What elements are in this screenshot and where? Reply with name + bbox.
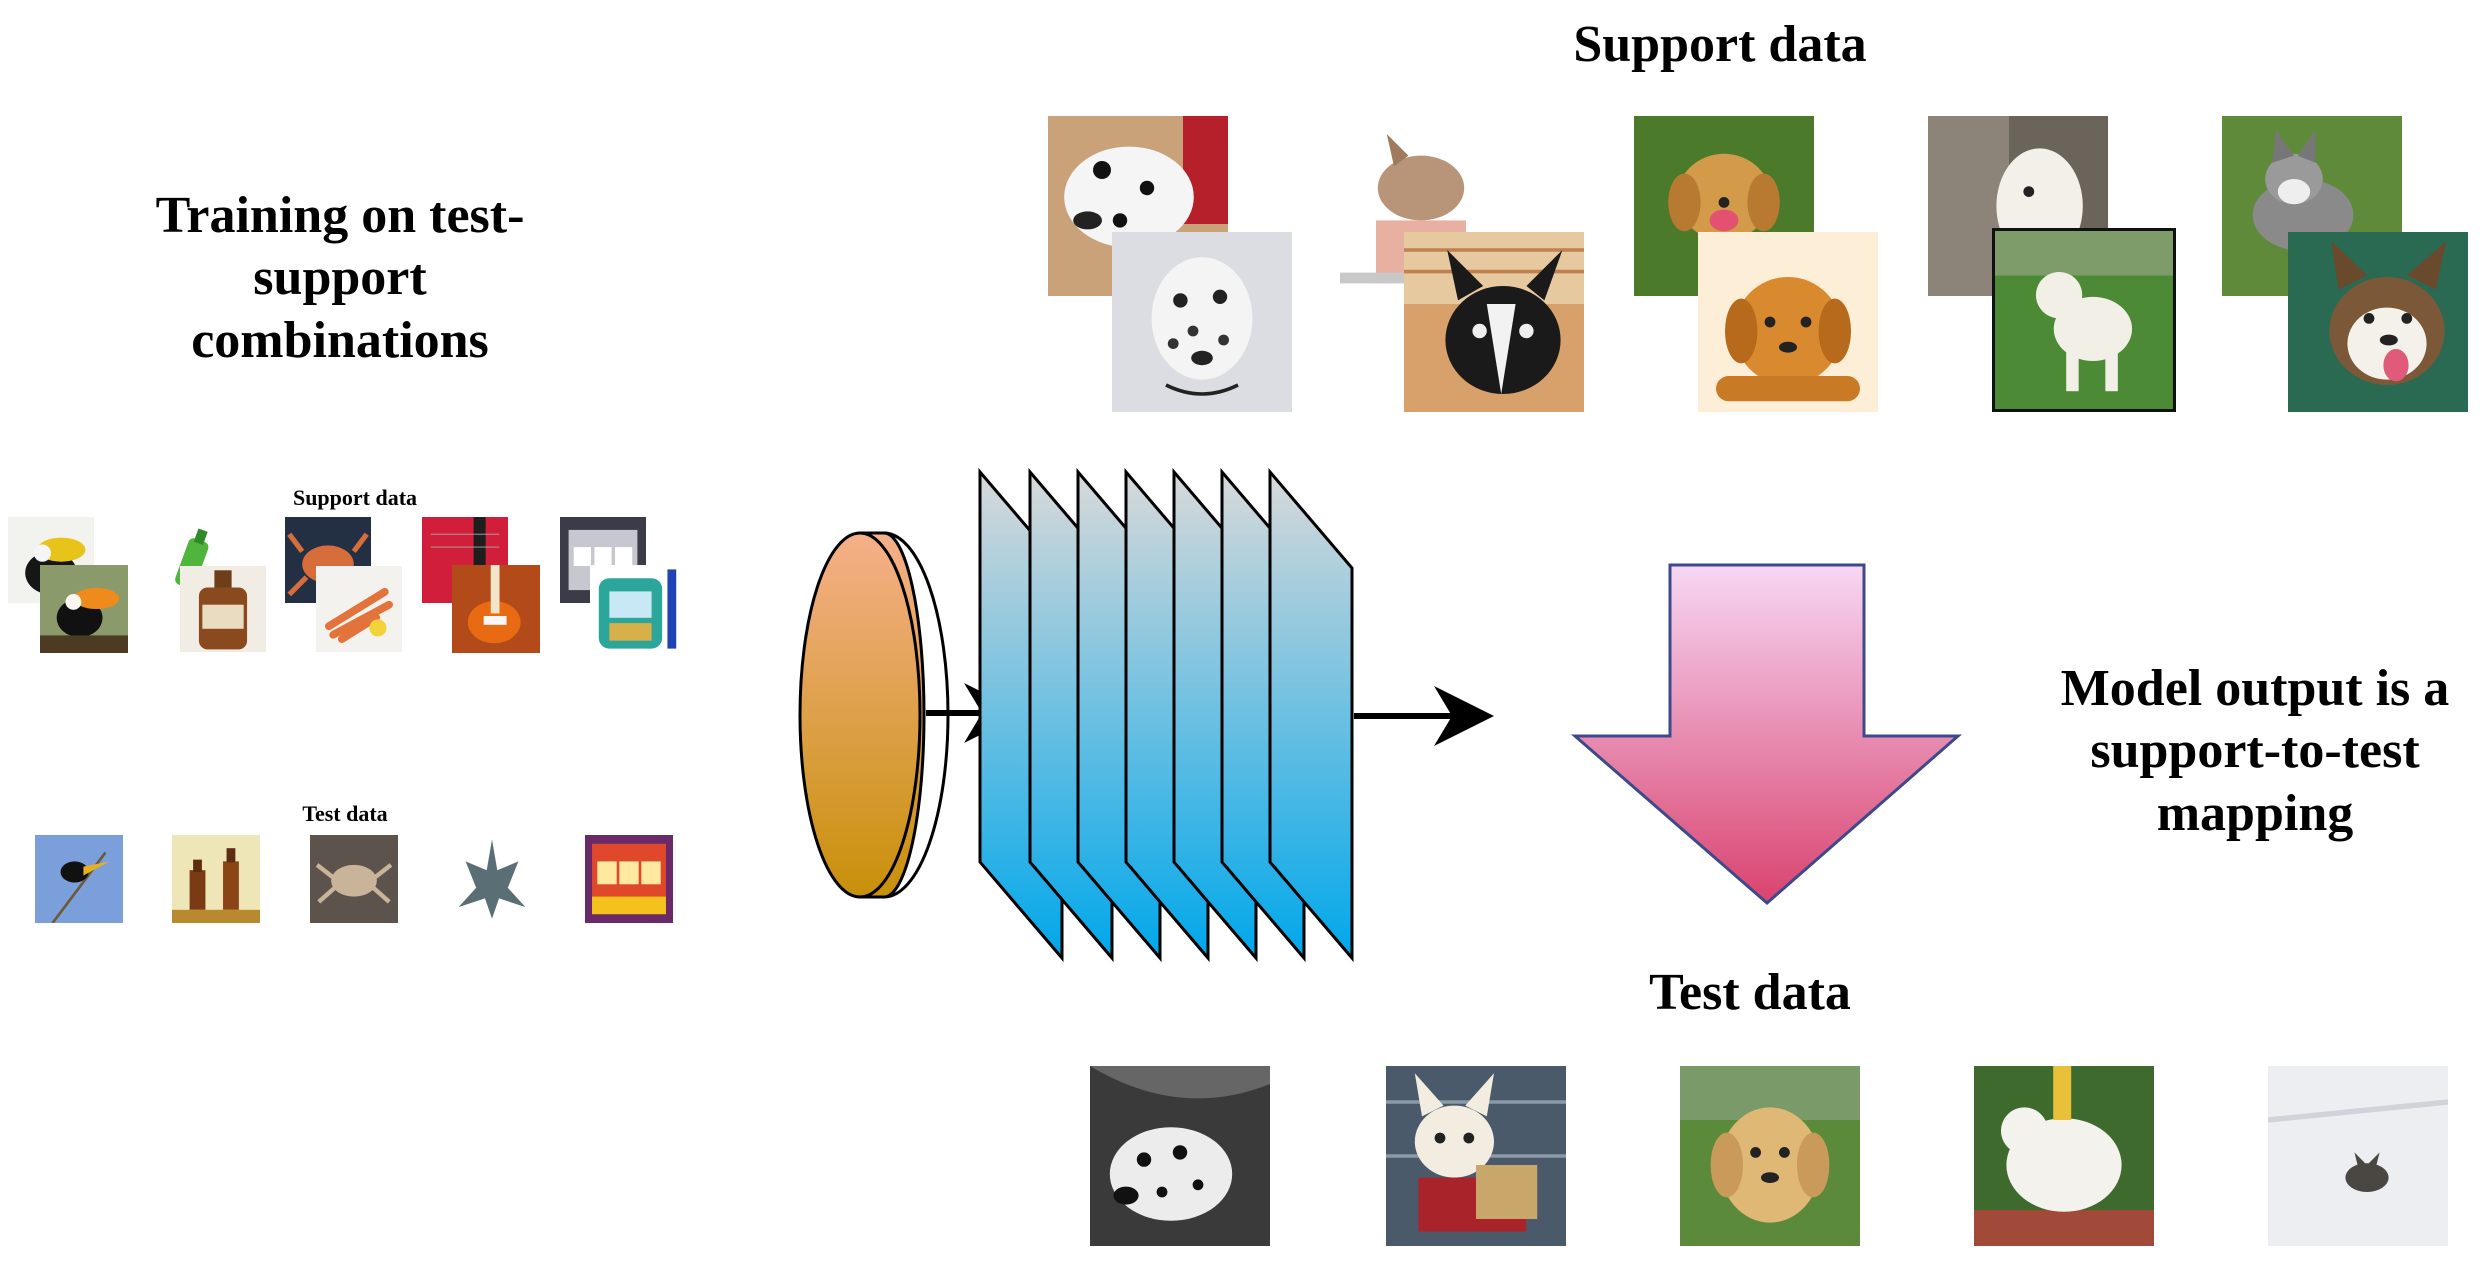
left-support-toucan-front xyxy=(40,565,128,653)
support-golden-retriever-front xyxy=(1698,232,1878,412)
test-golden-retriever xyxy=(1680,1066,1860,1246)
left-test-label: Test data xyxy=(302,801,388,826)
left-support-crab-legs-front xyxy=(316,565,402,653)
network-layers xyxy=(978,467,1354,963)
input-cylinder xyxy=(798,531,950,899)
support-dalmatian-front xyxy=(1112,232,1292,412)
mapping-down-arrow xyxy=(1570,563,1962,905)
test-komondor xyxy=(1974,1066,2154,1246)
left-title: Training on test-support combinations xyxy=(155,187,525,369)
layer-7 xyxy=(1268,467,1354,963)
left-test-crab xyxy=(310,835,398,923)
right-support-label: Support data xyxy=(1573,16,1867,73)
left-support-electric-guitar-front xyxy=(452,565,540,653)
test-french-bulldog xyxy=(1386,1066,1566,1246)
output-label: Model output is a support-to-test mappin… xyxy=(2060,660,2450,842)
left-test-guitar xyxy=(448,835,536,923)
support-poodle-front xyxy=(1992,228,2176,412)
left-test-bottles xyxy=(172,835,260,923)
left-test-toucan xyxy=(35,835,123,923)
left-support-label: Support data xyxy=(292,485,418,510)
test-husky xyxy=(2268,1066,2448,1246)
right-test-label: Test data xyxy=(1649,964,1851,1021)
support-dalmatian-back xyxy=(1048,116,1228,296)
left-support-beer-bottle-front xyxy=(180,565,266,653)
support-boston-terrier-front xyxy=(1404,232,1584,412)
left-support-jukebox-front xyxy=(590,565,678,653)
test-dalmatian xyxy=(1090,1066,1270,1246)
left-test-slot-machine xyxy=(585,835,673,923)
support-malamute-front xyxy=(2288,232,2468,412)
